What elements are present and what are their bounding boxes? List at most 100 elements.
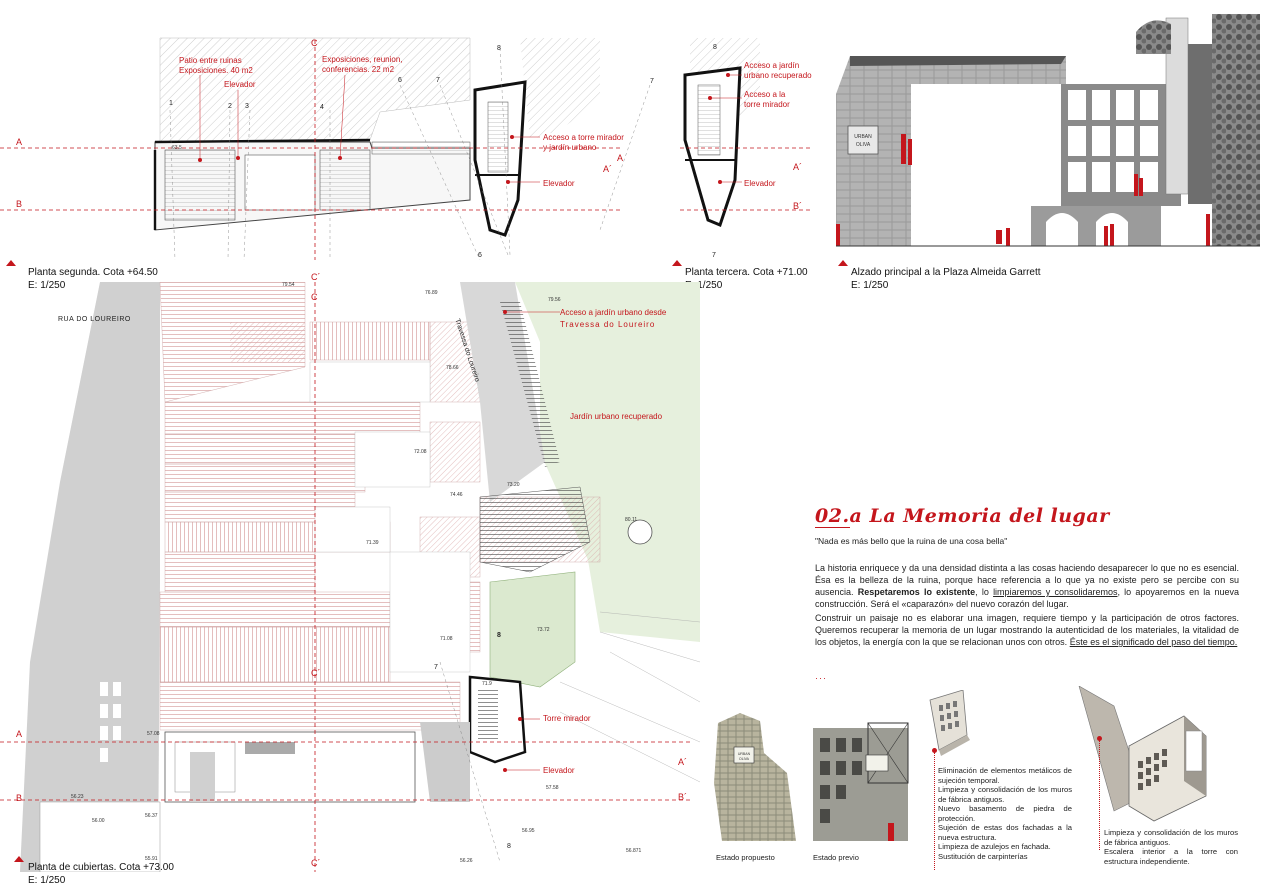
- plan2-axis-c: C: [311, 38, 318, 48]
- caption-estado-previo: Estado previo: [813, 853, 859, 862]
- plan2-section-8: 8: [497, 45, 501, 52]
- site-axis-c-prime-2: C´: [311, 858, 321, 868]
- plan2-elevador-label-2: Elevador: [543, 179, 575, 188]
- site-section-8b: 8: [507, 843, 511, 850]
- plan-segunda-drawing: [0, 37, 651, 261]
- plan2-title: Planta segunda. Cota +64.50: [28, 267, 158, 278]
- plan2-section-1: 1: [169, 100, 173, 107]
- site-section-6: 6: [478, 252, 482, 259]
- elev-71-08: 71.08: [440, 636, 453, 642]
- photo-estado-previo: [813, 722, 909, 841]
- plan2-section-6: 6: [398, 77, 402, 84]
- plan3-elevador-label: Elevador: [744, 179, 776, 188]
- note-2-bracket: [1099, 740, 1101, 850]
- memoria-title-rule: [815, 527, 850, 528]
- elev-56-23: 56.23: [71, 794, 84, 800]
- site-elevador-label: Elevador: [543, 766, 575, 775]
- elev-56-26: 56.26: [460, 858, 473, 864]
- plan3-section-7: 7: [712, 252, 716, 259]
- elev-73-20: 73.20: [507, 482, 520, 488]
- alzado-elevation: URBAN OLIVA: [836, 14, 1260, 247]
- svg-text:OLIVA: OLIVA: [739, 757, 750, 761]
- memoria-p1-underline: limpiaremos y consolidaremos: [993, 587, 1118, 597]
- memoria-quote: "Nada es más bello que la ruina de una c…: [815, 536, 1008, 546]
- svg-text:URBAN: URBAN: [854, 134, 872, 140]
- site-jardin-label: Jardín urbano recuperado: [570, 412, 663, 421]
- elev-74-46: 74.46: [450, 492, 463, 498]
- model-facade-piece: [929, 690, 970, 756]
- elev-79-56: 79.56: [548, 297, 561, 303]
- elev-57-08: 57.08: [147, 731, 160, 737]
- photo-estado-propuesto: URBAN OLIVA: [714, 713, 796, 841]
- note-2: Limpieza y consolidación de los muros de…: [1104, 828, 1238, 866]
- elev-71-39: 71.39: [366, 540, 379, 546]
- elev-56-95: 56.95: [522, 828, 535, 834]
- plan3-axis-a: A: [617, 153, 624, 163]
- plan2-section-4: 4: [320, 104, 324, 111]
- plan2-acceso-torre-label: Acceso a torre mirador y jardín urbano: [543, 133, 624, 152]
- plan2-axis-b: B: [16, 199, 23, 209]
- plan3-axis-b-prime: B´: [793, 201, 802, 211]
- plan2-title-marker: [6, 260, 16, 266]
- plan3-axis-a-prime: A´: [793, 162, 802, 172]
- plan3-scale: E: 1/250: [685, 280, 723, 291]
- site-axis-a: A: [16, 729, 23, 739]
- site-section-7: 7: [434, 664, 438, 671]
- svg-text:URBAN: URBAN: [738, 752, 751, 756]
- elev-79-54: 79.54: [282, 282, 295, 288]
- memoria-end-dots: ···: [815, 673, 827, 683]
- elev-72-08: 72.08: [414, 449, 427, 455]
- alzado-title: Alzado principal a la Plaza Almeida Garr…: [851, 267, 1041, 278]
- memoria-p1-text: La historia enriquece y da una densidad …: [815, 563, 1239, 597]
- plan-cubiertas-title-marker: [14, 856, 24, 862]
- memoria-paragraph-2: Construir un paisaje no es elaborar una …: [815, 612, 1239, 648]
- plan3-acceso-jardin-label: Acceso a jardín urbano recuperado: [744, 61, 812, 80]
- site-axis-c-prime-1: C´: [311, 668, 321, 678]
- plan-cubiertas-title: Planta de cubiertas. Cota +73.00: [28, 862, 174, 873]
- site-acceso-label-2: Travessa do Loureiro: [560, 320, 656, 329]
- elev-80-11: 80.11: [625, 517, 638, 523]
- plan2-axis-c-prime: C´: [311, 272, 321, 282]
- site-axis-b-prime: B´: [678, 792, 687, 802]
- memoria-p1-mid: , lo: [975, 587, 994, 597]
- alzado-scale: E: 1/250: [851, 280, 889, 291]
- plan2-section-7b: 7: [650, 78, 654, 85]
- note-1-dot: [932, 748, 937, 753]
- elev-55-91: 55.91: [145, 856, 158, 862]
- plan3-title-marker: [672, 260, 682, 266]
- plan-cubiertas-scale: E: 1/250: [28, 875, 66, 886]
- svg-text:OLIVA: OLIVA: [856, 142, 871, 148]
- memoria-p1-end: , lo apoyaremos en la nueva construcción…: [815, 587, 1239, 609]
- memoria-p1-bold: Respetaremos lo existente: [857, 587, 976, 597]
- plan2-patio-label: Patio entre ruinas Exposiciones. 40 m2: [179, 56, 253, 75]
- plan2-scale: E: 1/250: [28, 280, 66, 291]
- plan2-section-3: 3: [245, 103, 249, 110]
- site-section-8: 8: [497, 632, 501, 639]
- site-axis-b: B: [16, 793, 23, 803]
- plan2-exposiciones-label: Exposiciones, reunion, conferencias. 22 …: [322, 55, 403, 74]
- plan2-section-7: 7: [436, 77, 440, 84]
- elev-56-871: 56.871: [626, 848, 642, 854]
- elev-76-89: 76.89: [425, 290, 438, 296]
- caption-estado-propuesto: Estado propuesto: [716, 853, 775, 862]
- note-1-bracket: [934, 752, 936, 870]
- elev-56-37: 56.37: [145, 813, 158, 819]
- site-axis-c: C: [311, 292, 318, 302]
- model-tower-piece: [1078, 686, 1207, 822]
- site-acceso-label: Acceso a jardín urbano desde: [560, 308, 667, 317]
- elev-57-58: 57.58: [546, 785, 559, 791]
- elev-56-00: 56.00: [92, 818, 105, 824]
- site-street-label: RUA DO LOUREIRO: [58, 316, 131, 323]
- elev-71-9: 71.9: [482, 681, 492, 687]
- plan3-title: Planta tercera. Cota +71.00: [685, 267, 808, 278]
- plan2-axis-a: A: [16, 137, 23, 147]
- plan2-axis-a-prime: A´: [603, 164, 612, 174]
- plan3-section-8: 8: [713, 44, 717, 51]
- memoria-p2-underline: Éste es el significado del paso del tiem…: [1069, 637, 1238, 647]
- memoria-title: 02.a La Memoria del lugar: [815, 505, 1110, 527]
- elev-78-66: 78.66: [446, 365, 459, 371]
- planta-cubiertas-drawing: [0, 282, 700, 872]
- note-1: Eliminación de elementos metálicos de su…: [938, 766, 1072, 861]
- memoria-p2-text: Construir un paisaje no es elaborar una …: [815, 613, 1239, 647]
